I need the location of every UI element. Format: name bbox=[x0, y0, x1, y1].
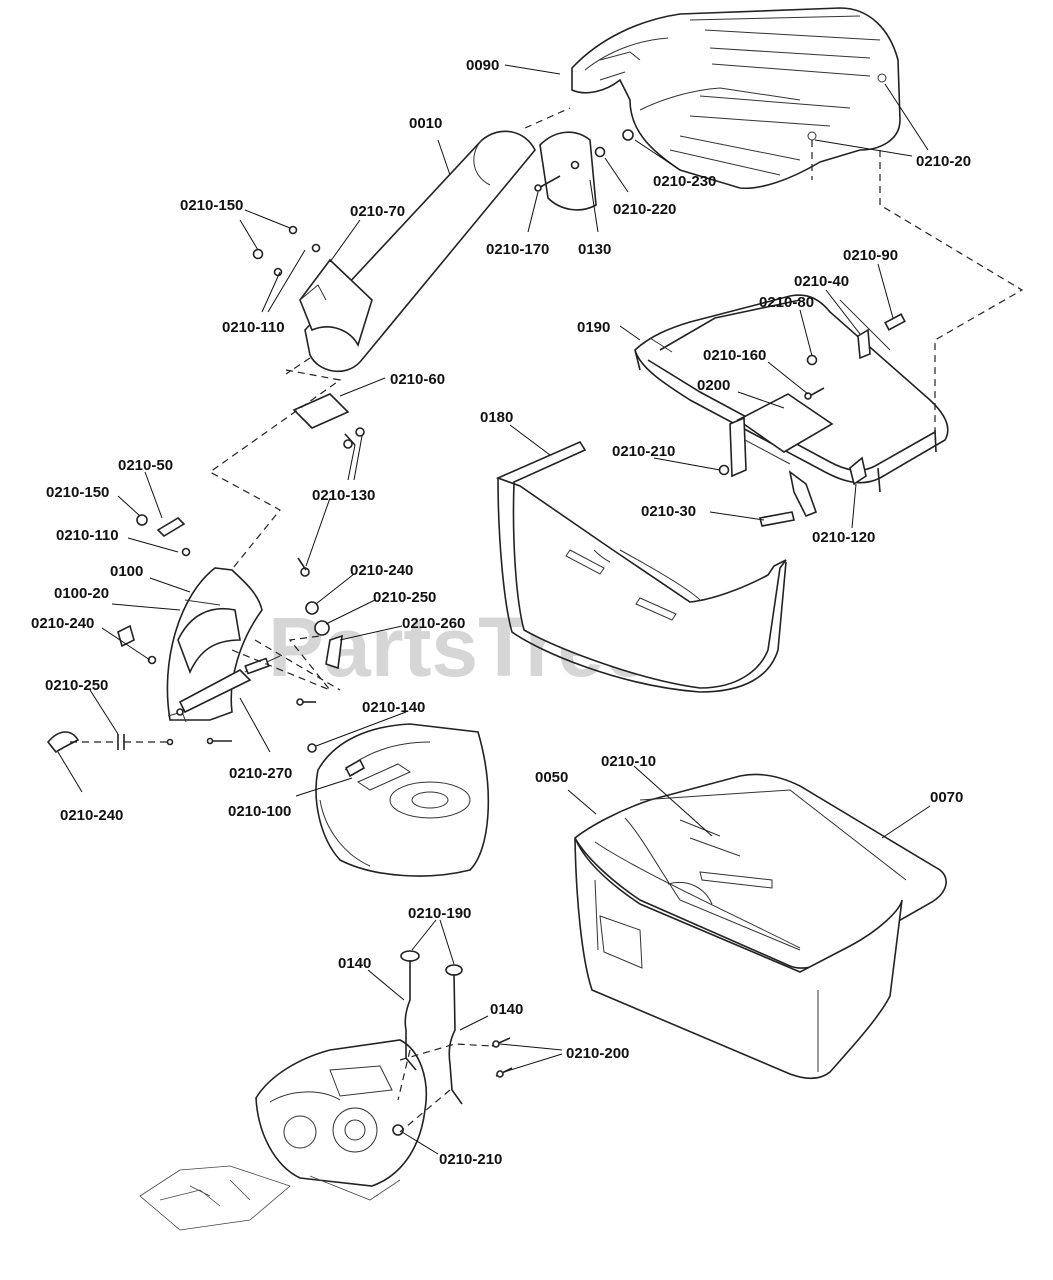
label-0210-130: 0210-130 bbox=[312, 487, 375, 504]
part-0090-cover bbox=[571, 7, 901, 190]
label-0130: 0130 bbox=[578, 241, 611, 258]
label-0210-110-top: 0210-110 bbox=[222, 319, 285, 336]
label-0210-190: 0210-190 bbox=[408, 905, 471, 922]
part-0180-shield bbox=[495, 440, 787, 693]
label-0210-80: 0210-80 bbox=[759, 294, 814, 311]
label-0210-110-left: 0210-110 bbox=[56, 527, 119, 544]
part-0100-deflector bbox=[166, 567, 281, 723]
part-0200-bracket bbox=[729, 393, 834, 518]
callout-labels: 0090 0010 0210-20 0210-230 0210-220 0210… bbox=[31, 57, 971, 1168]
part-0190-frame bbox=[634, 294, 949, 493]
label-0210-240-mid: 0210-240 bbox=[350, 562, 413, 579]
label-0210-140: 0210-140 bbox=[362, 699, 425, 716]
fasteners-top bbox=[252, 129, 634, 277]
label-0210-90: 0210-90 bbox=[843, 247, 898, 264]
part-transmission bbox=[139, 1039, 428, 1231]
label-0210-60: 0210-60 bbox=[390, 371, 445, 388]
label-0210-70: 0210-70 bbox=[350, 203, 405, 220]
label-0210-20: 0210-20 bbox=[916, 153, 971, 170]
part-handle-bolt bbox=[46, 731, 232, 754]
part-0210-60-bracket bbox=[292, 393, 365, 449]
label-0210-40: 0210-40 bbox=[794, 273, 849, 290]
label-0210-240-bottom: 0210-240 bbox=[60, 807, 123, 824]
label-0010: 0010 bbox=[409, 115, 442, 132]
label-0210-100: 0210-100 bbox=[228, 803, 291, 820]
fasteners-left bbox=[117, 514, 343, 706]
label-0050: 0050 bbox=[535, 769, 568, 786]
label-0190: 0190 bbox=[577, 319, 610, 336]
label-0210-210-top: 0210-210 bbox=[612, 443, 675, 460]
label-0210-50: 0210-50 bbox=[118, 457, 173, 474]
label-0210-150-top: 0210-150 bbox=[180, 197, 243, 214]
label-0210-10: 0210-10 bbox=[601, 753, 656, 770]
label-0210-150-left: 0210-150 bbox=[46, 484, 109, 501]
label-0200: 0200 bbox=[697, 377, 730, 394]
label-0090: 0090 bbox=[466, 57, 499, 74]
label-0210-250-mid: 0210-250 bbox=[373, 589, 436, 606]
label-0210-160: 0210-160 bbox=[703, 347, 766, 364]
part-0010-chute-tube bbox=[299, 130, 536, 373]
label-0210-210-bottom: 0210-210 bbox=[439, 1151, 502, 1168]
fasteners-right bbox=[718, 313, 906, 527]
label-0180: 0180 bbox=[480, 409, 513, 426]
part-0140-rods bbox=[397, 950, 513, 1133]
label-0210-30: 0210-30 bbox=[641, 503, 696, 520]
part-0130-adapter bbox=[524, 107, 597, 211]
label-0210-250-left: 0210-250 bbox=[45, 677, 108, 694]
label-0210-230: 0210-230 bbox=[653, 173, 716, 190]
leader-lines bbox=[57, 64, 931, 1155]
label-0210-200: 0210-200 bbox=[566, 1045, 629, 1062]
label-0140-right: 0140 bbox=[490, 1001, 523, 1018]
label-0210-170: 0210-170 bbox=[486, 241, 549, 258]
label-0100: 0100 bbox=[110, 563, 143, 580]
label-0210-220: 0210-220 bbox=[613, 201, 676, 218]
label-0070: 0070 bbox=[930, 789, 963, 806]
label-0210-120: 0210-120 bbox=[812, 529, 875, 546]
label-0100-20: 0100-20 bbox=[54, 585, 109, 602]
label-0210-240-left: 0210-240 bbox=[31, 615, 94, 632]
label-0210-260: 0210-260 bbox=[402, 615, 465, 632]
part-mower-deck bbox=[307, 723, 490, 877]
label-0140-left: 0140 bbox=[338, 955, 371, 972]
part-0050-bag bbox=[573, 773, 947, 1080]
label-0210-270: 0210-270 bbox=[229, 765, 292, 782]
